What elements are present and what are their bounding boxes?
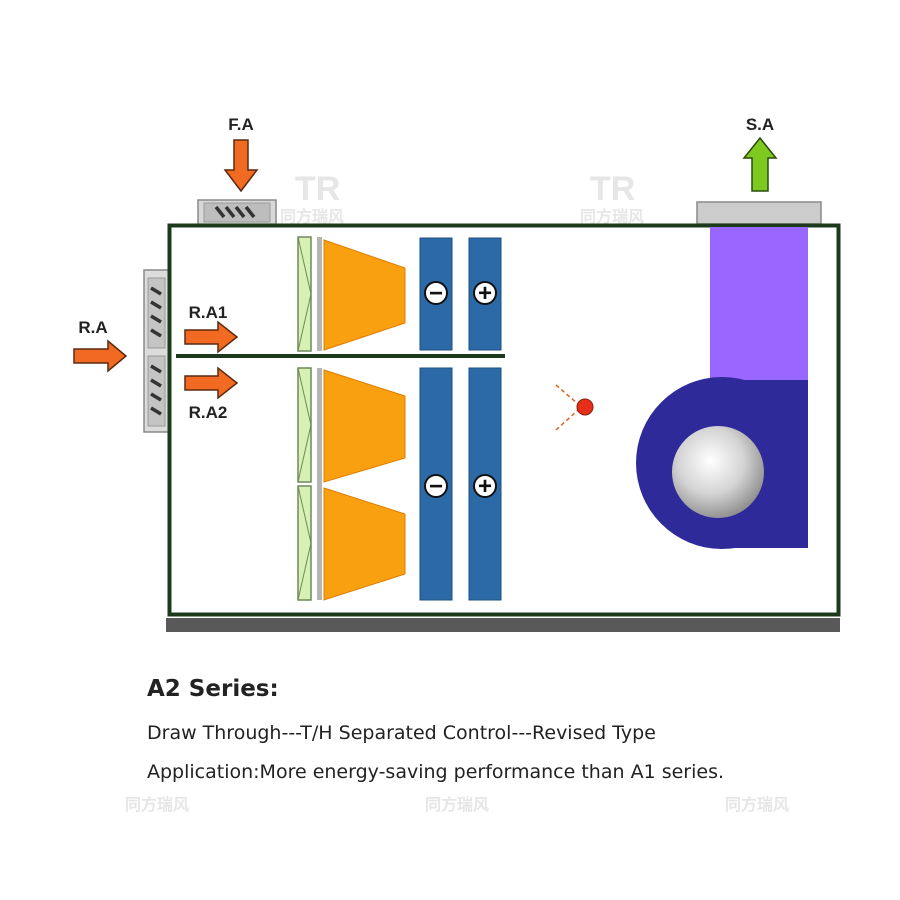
watermark-text: 同方瑞风 — [125, 795, 189, 814]
return-air-1-label: R.A1 — [189, 303, 228, 322]
fresh-air-louver — [197, 199, 277, 226]
watermark-text: 同方瑞风 — [580, 207, 644, 226]
supply-fan — [636, 377, 808, 549]
bag-section-lower-1 — [323, 369, 406, 483]
supply-duct — [710, 227, 808, 385]
filter-lower — [297, 367, 322, 601]
bag-section-upper — [323, 239, 406, 351]
caption-title: A2 Series: — [147, 676, 279, 702]
caption-line-2: Application:More energy-saving performan… — [147, 761, 725, 783]
return-air-2-arrow — [184, 366, 239, 400]
cooling-coil-upper: − — [419, 237, 453, 351]
watermark-mark: TR — [590, 170, 635, 208]
heating-coil-lower: + — [468, 367, 502, 601]
filter-upper — [297, 236, 322, 352]
cooling-symbol: − — [429, 473, 443, 500]
heating-symbol: + — [478, 280, 492, 307]
return-air-louver — [143, 269, 170, 433]
fresh-air-arrow — [223, 139, 259, 193]
watermark-text: 同方瑞风 — [725, 795, 789, 814]
heating-symbol: + — [478, 473, 492, 500]
caption-line-1: Draw Through---T/H Separated Control---R… — [147, 722, 656, 744]
fan-impeller — [672, 426, 764, 518]
watermark-mark: TR — [295, 170, 340, 208]
base-plate — [166, 618, 840, 632]
heating-coil-upper: + — [468, 237, 502, 351]
return-air-label: R.A — [78, 318, 107, 337]
cooling-coil-lower: − — [419, 367, 453, 601]
supply-air-label: S.A — [746, 115, 774, 134]
fresh-air-label: F.A — [228, 115, 254, 134]
sensor — [555, 384, 594, 431]
watermark-text: 同方瑞风 — [425, 795, 489, 814]
supply-air-outlet — [696, 201, 822, 225]
return-air-2-label: R.A2 — [189, 403, 228, 422]
return-air-1-arrow — [184, 320, 239, 354]
bag-section-lower-2 — [323, 487, 406, 601]
return-air-arrow — [73, 339, 128, 373]
watermark-text: 同方瑞风 — [280, 207, 344, 226]
supply-air-arrow — [742, 136, 778, 192]
cooling-symbol: − — [429, 280, 443, 307]
